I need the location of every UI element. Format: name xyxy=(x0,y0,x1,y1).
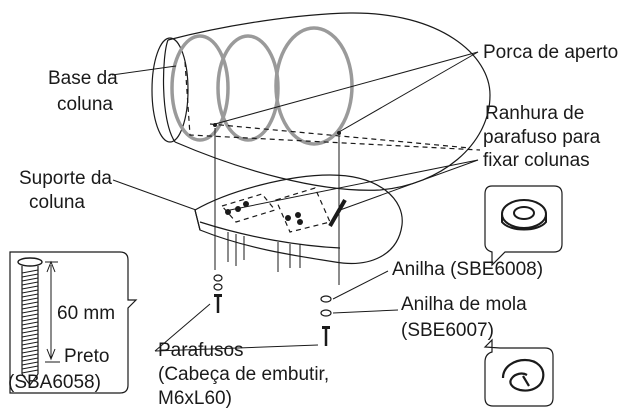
screw-thread xyxy=(21,321,39,326)
screw-thread xyxy=(21,329,39,334)
washer-icon xyxy=(501,199,547,231)
screw-thread xyxy=(21,341,39,346)
label-anilha-de-mola-line2: (SBE6007) xyxy=(401,320,494,341)
label-suporte-line1: Suporte da xyxy=(19,168,112,189)
screw-thread xyxy=(21,325,39,330)
screw-thread xyxy=(21,297,39,302)
left-fasteners xyxy=(213,274,223,313)
screw-thread xyxy=(21,361,39,366)
screw-thread xyxy=(21,305,39,310)
label-preto: Preto xyxy=(64,346,110,367)
screw-thread xyxy=(21,337,39,342)
screw-thread xyxy=(21,317,39,322)
label-anilha-de-mola-line1: Anilha de mola xyxy=(401,294,527,315)
screw-thread xyxy=(21,269,39,274)
label-suporte-line2: coluna xyxy=(29,192,85,213)
screw-thread xyxy=(21,293,39,298)
screw-thread xyxy=(21,285,39,290)
label-base-da-coluna-line1: Base da xyxy=(48,68,118,89)
label-ranhura-line1: Ranhura de xyxy=(485,103,585,124)
label-measure-60mm: 60 mm xyxy=(57,303,116,324)
screw-thread xyxy=(21,277,39,282)
label-anilha: Anilha (SBE6008) xyxy=(392,259,544,280)
screw-thread xyxy=(21,313,39,318)
screw-icon xyxy=(17,257,43,387)
screw-thread xyxy=(21,301,39,306)
label-parafusos-line2: (Cabeça de embutir, xyxy=(158,364,330,385)
label-porca-de-aperto: Porca de aperto xyxy=(483,42,619,63)
screw-thread xyxy=(21,369,39,374)
screw-thread xyxy=(21,273,39,278)
label-ranhura-line2: parafuso para xyxy=(483,127,601,148)
spring-washer-callout xyxy=(483,338,554,407)
label-ranhura-line3: fixar colunas xyxy=(483,150,590,171)
screw-thread xyxy=(21,357,39,362)
screw-thread xyxy=(21,333,39,338)
label-parafusos-line3: M6xL60) xyxy=(158,388,232,409)
speaker-stand xyxy=(194,174,403,272)
screw-thread xyxy=(21,345,39,350)
speaker-body xyxy=(151,12,491,191)
screw-thread xyxy=(21,281,39,286)
spring-washer-icon xyxy=(501,358,545,392)
screw-thread xyxy=(21,353,39,358)
screw-thread xyxy=(21,309,39,314)
screw-thread xyxy=(21,289,39,294)
washer-callout xyxy=(484,185,563,267)
leader-lines xyxy=(111,51,479,352)
label-parafusos-line1: Parafusos xyxy=(158,340,244,361)
screw-thread xyxy=(21,365,39,370)
screw-thread xyxy=(21,349,39,354)
label-base-da-coluna-line2: coluna xyxy=(57,94,113,115)
right-fasteners xyxy=(320,295,332,346)
screw-callout xyxy=(9,251,138,394)
label-sba6058: (SBA6058) xyxy=(8,372,101,393)
